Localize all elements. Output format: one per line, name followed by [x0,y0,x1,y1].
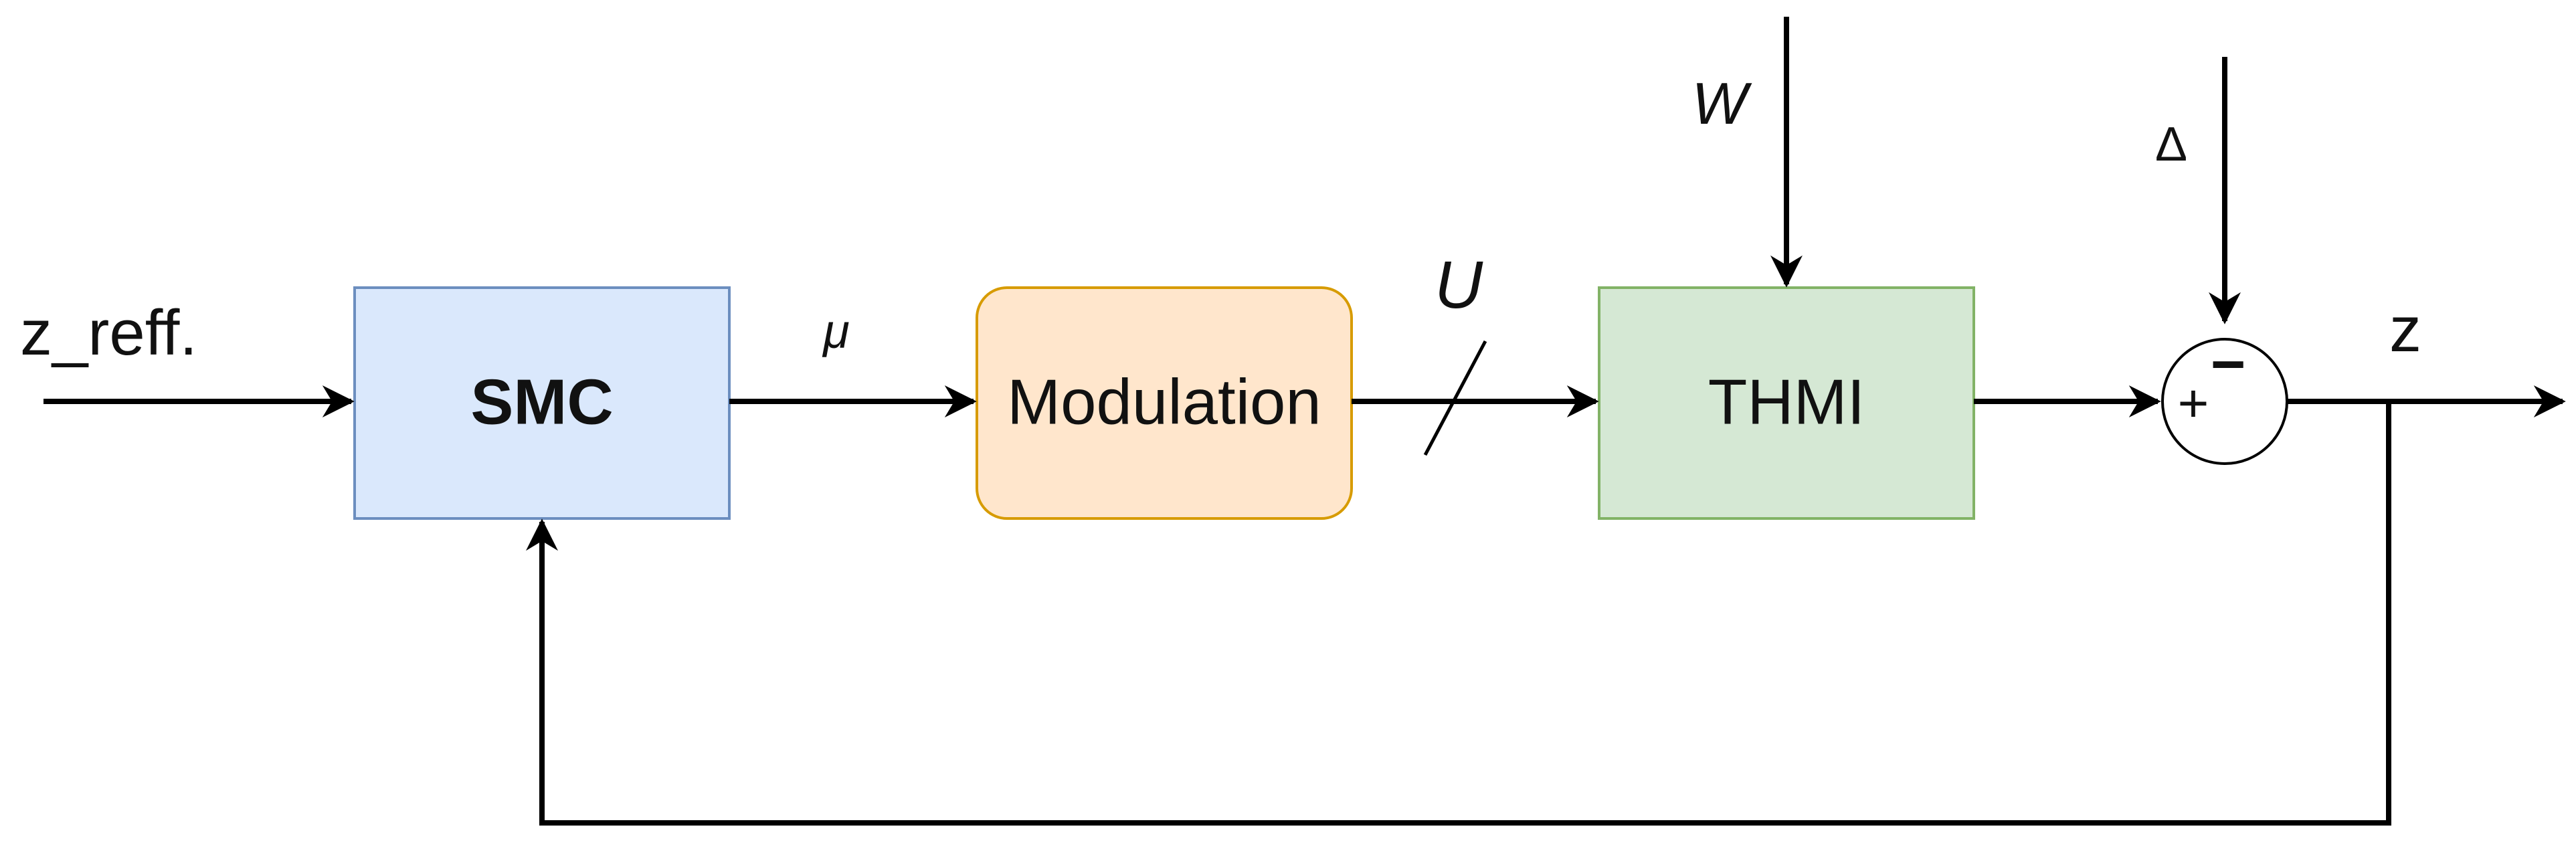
delta-label: Δ [2155,118,2187,171]
modulation-label: Modulation [1007,366,1321,438]
thmi-block [1598,286,1975,520]
output-label: z [2389,294,2421,365]
sum-minus-sign: − [2211,331,2246,398]
sum-plus-sign: + [2178,373,2209,433]
summing-junction [2161,338,2288,465]
w-label: W [1691,70,1752,136]
thmi-label: THMI [1708,366,1865,438]
input-label: z_reff. [20,297,197,369]
u-bus-slash [1423,340,1487,456]
feedback-path [526,401,2391,826]
mu-label: μ [822,305,849,359]
smc-block [353,286,731,520]
smc-label: SMC [470,366,613,438]
u-label: U [1435,248,1483,322]
